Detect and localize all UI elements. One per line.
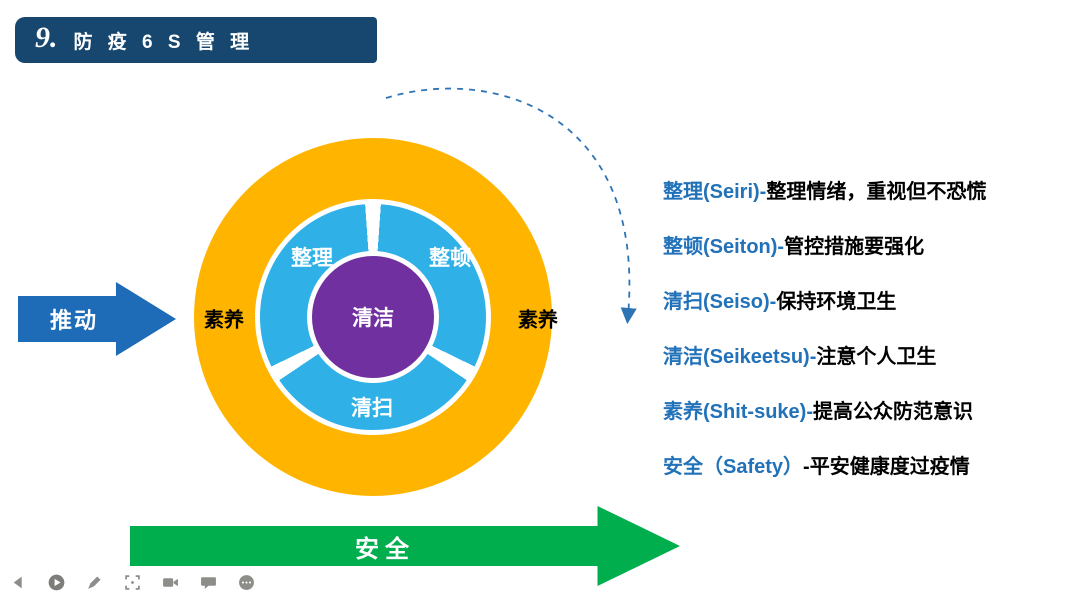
camera-icon[interactable] [162, 574, 179, 591]
legend-desc: 注意个人卫生 [816, 346, 937, 368]
legend-desc: 保持环境卫生 [776, 291, 897, 313]
back-icon[interactable] [10, 574, 27, 591]
slide-number: 9. [35, 21, 58, 54]
outer-label-left: 素养 [204, 309, 244, 332]
bottom-toolbar [10, 574, 255, 591]
center-label: 清洁 [352, 307, 394, 330]
slide-title-banner: 9. 防 疫 6 S 管 理 [15, 17, 377, 63]
legend-desc: 整理情绪，重视但不恐慌 [766, 181, 987, 203]
comment-icon[interactable] [200, 574, 217, 591]
safety-arrow-label: 安全 [355, 535, 415, 563]
more-icon[interactable] [238, 574, 255, 591]
legend-item-seiso: 清扫(Seiso)-保持环境卫生 [663, 272, 986, 327]
legend-item-seiri: 整理(Seiri)-整理情绪，重视但不恐慌 [663, 162, 986, 217]
pencil-icon[interactable] [86, 574, 103, 591]
push-arrow: 推动 [18, 282, 176, 356]
segment-label-seiri: 整理 [291, 247, 333, 270]
legend: 整理(Seiri)-整理情绪，重视但不恐慌 整顿(Seiton)-管控措施要强化… [663, 162, 986, 492]
legend-term: 整顿(Seiton)- [663, 236, 785, 258]
push-arrow-label: 推动 [50, 308, 99, 333]
segment-label-seiso: 清扫 [351, 397, 393, 420]
legend-desc: -平安健康度过疫情 [803, 456, 970, 478]
legend-term: 整理(Seiri)- [663, 181, 767, 203]
outer-label-right: 素养 [518, 309, 558, 332]
legend-desc: 提高公众防范意识 [813, 401, 973, 423]
scan-icon[interactable] [124, 574, 141, 591]
page-title: 防 疫 6 S 管 理 [73, 31, 255, 53]
legend-term: 安全（Safety） [663, 456, 804, 478]
legend-term: 清扫(Seiso)- [663, 291, 777, 313]
six-s-diagram: 清洁 整理 整顿 清扫 素养 素养 [194, 138, 558, 496]
segment-label-seiton: 整顿 [429, 247, 471, 270]
legend-item-safety: 安全（Safety）-平安健康度过疫情 [663, 437, 986, 492]
legend-item-shitsuke: 素养(Shit-suke)-提高公众防范意识 [663, 382, 986, 437]
legend-item-seiton: 整顿(Seiton)-管控措施要强化 [663, 217, 986, 272]
legend-item-seikeetsu: 清洁(Seikeetsu)-注意个人卫生 [663, 327, 986, 382]
legend-desc: 管控措施要强化 [784, 236, 925, 258]
center-circle: 清洁 [307, 251, 439, 383]
play-icon[interactable] [48, 574, 65, 591]
legend-term: 清洁(Seikeetsu)- [663, 346, 817, 368]
legend-term: 素养(Shit-suke)- [663, 401, 813, 423]
